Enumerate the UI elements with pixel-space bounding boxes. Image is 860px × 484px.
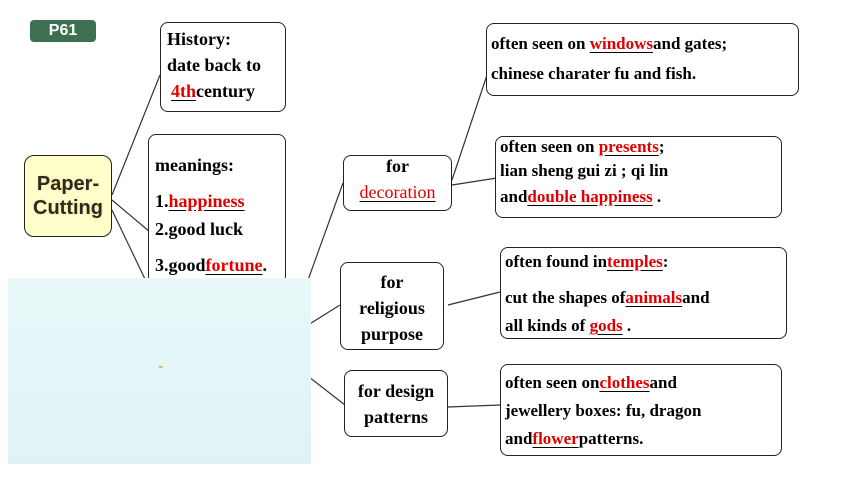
decoration-presents-line1: often seen on presents;: [500, 137, 665, 156]
flower-answer: flower: [532, 429, 579, 448]
decoration-presents-line2: lian sheng gui zi ; qi lin: [500, 161, 669, 180]
decoration-node: for decoration: [343, 155, 452, 211]
presents-answer: presents: [598, 137, 659, 156]
meanings-box: meanings: 1.happiness 2.good luck 3.good…: [148, 134, 286, 284]
root-title-line2: Cutting: [33, 197, 103, 219]
double-happiness-answer: double happiness: [527, 187, 653, 206]
windows-answer: windows: [589, 34, 654, 53]
decoration-presents-line3: anddouble happiness .: [500, 187, 662, 206]
meanings-item1: 1.happiness: [155, 191, 245, 211]
religious-label-3: purpose: [360, 324, 423, 344]
design-line2: jewellery boxes: fu, dragon: [505, 401, 702, 420]
root-node: Paper- Cutting: [24, 155, 112, 237]
history-line3: 4thcentury: [171, 81, 255, 101]
design-line3: andflowerpatterns.: [505, 429, 644, 448]
overlay-mark: -: [158, 358, 164, 375]
design-label-1: for design: [357, 381, 435, 401]
decoration-label-top: for: [386, 156, 409, 176]
animals-answer: animals: [625, 288, 683, 307]
religious-node: for religious purpose: [340, 262, 444, 350]
meanings-item2: 2.good luck: [155, 219, 244, 239]
religious-line3: all kinds of gods .: [505, 316, 632, 335]
decoration-detail-windows: often seen on windowsand gates; chinese …: [486, 23, 799, 96]
religious-line1: often found intemples:: [505, 252, 669, 271]
overlay-panel: -: [8, 278, 311, 464]
religious-label-2: religious: [359, 298, 425, 318]
meanings-answer-3: fortune: [205, 255, 263, 275]
gods-answer: gods: [589, 316, 623, 335]
decoration-detail-presents: often seen on presents; lian sheng gui z…: [495, 136, 782, 218]
history-answer: 4th: [171, 81, 197, 101]
temples-answer: temples: [607, 252, 663, 271]
history-box: History: date back to 4thcentury: [160, 22, 286, 112]
decoration-label-answer: decoration: [359, 182, 436, 202]
meanings-item3: 3.goodfortune.: [155, 255, 268, 275]
design-line1: often seen onclothesand: [505, 373, 677, 392]
design-node: for design patterns: [344, 370, 448, 437]
root-title-line1: Paper-: [36, 173, 100, 195]
religious-label-1: for: [380, 272, 404, 292]
history-title: History:: [167, 29, 231, 49]
clothes-answer: clothes: [599, 373, 650, 392]
decoration-windows-line1: often seen on windowsand gates;: [491, 34, 728, 53]
religious-detail: often found intemples: cut the shapes of…: [500, 247, 787, 339]
meanings-answer-1: happiness: [168, 191, 245, 211]
decoration-windows-line2: chinese charater fu and fish.: [491, 64, 697, 83]
meanings-title: meanings:: [155, 155, 235, 175]
history-line2: date back to: [167, 55, 261, 75]
religious-line2: cut the shapes ofanimalsand: [505, 288, 710, 307]
page-label: P61: [30, 20, 96, 42]
design-label-2: patterns: [364, 407, 428, 427]
design-detail: often seen onclothesand jewellery boxes:…: [500, 364, 782, 456]
